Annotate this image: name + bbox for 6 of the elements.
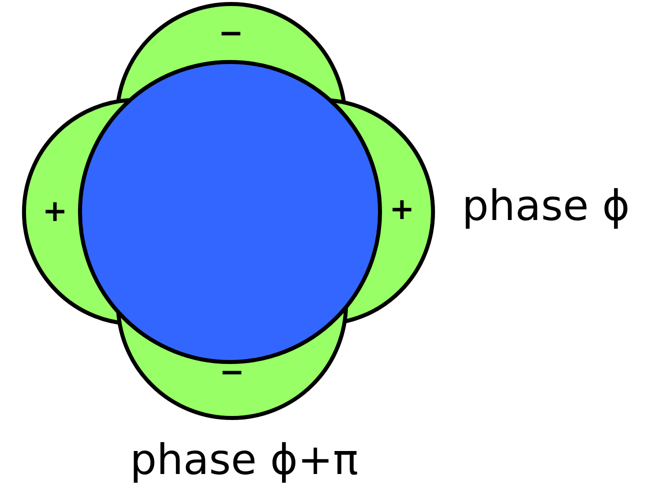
phase-label: phase ϕ+π [130,436,358,484]
phase-sign: − [217,19,245,49]
phase-label: phase ϕ [462,182,630,230]
phase-sign: + [388,195,416,225]
phase-sign: − [218,358,246,388]
phase-sign: + [41,197,69,227]
